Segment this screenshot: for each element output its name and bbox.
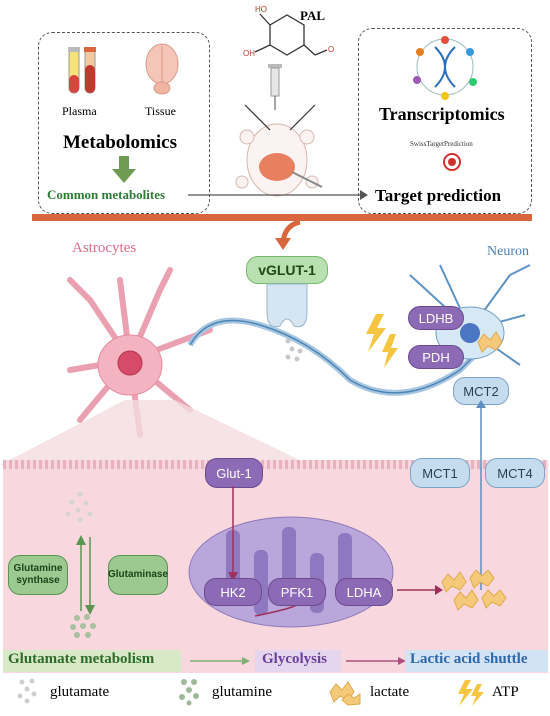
axon: [187, 317, 483, 396]
common-metabolites-label: Common metabolites: [47, 187, 166, 202]
interconversion-arrows: [76, 535, 95, 615]
path-arrow-1: [190, 657, 250, 665]
glutamate-dots-bottom: [65, 491, 93, 523]
plasma-label: Plasma: [62, 104, 97, 118]
svg-text:OH: OH: [243, 49, 255, 58]
zoom-cone: [0, 400, 310, 465]
membrane: [3, 460, 548, 469]
legend-glutamate: glutamate: [50, 684, 110, 700]
neuron-label: Neuron: [487, 244, 529, 259]
flow-arrow: [188, 190, 368, 200]
dna-network-icon: [413, 36, 477, 100]
pal-structure: HO OH O: [243, 5, 334, 58]
transporter-icon: [266, 283, 308, 328]
glycolysis-box: [255, 650, 341, 672]
glut1-pill: Glut-1: [205, 458, 263, 488]
shuttle-box: [405, 650, 548, 672]
legend-atp: ATP: [492, 684, 519, 700]
glutamate-metabolism-box: [3, 650, 181, 672]
legend-lactate: lactate: [370, 684, 410, 700]
mouse-icon: [235, 123, 323, 197]
target-icon: [443, 153, 461, 171]
pdh-pill: PDH: [408, 345, 464, 369]
converging-arrows: [244, 104, 316, 131]
legend-lactate-icon: [329, 681, 361, 706]
astrocytes-label: Astrocytes: [72, 240, 137, 256]
mct4-pill: MCT4: [485, 458, 545, 488]
down-arrow-icon: [112, 156, 136, 183]
ldha-pill: LDHA: [335, 578, 393, 606]
glutaminase-pill: Glutaminase: [108, 555, 168, 595]
target-prediction-label: Target prediction: [375, 186, 502, 205]
legend-glutamate-icon: [17, 678, 37, 704]
svg-text:O: O: [328, 45, 334, 54]
separator-bar: [32, 214, 532, 221]
mct-up-arrow: [476, 400, 486, 590]
atp-bolts: [366, 314, 398, 368]
pfk1-pill: PFK1: [268, 578, 326, 606]
mct1-pill: MCT1: [410, 458, 470, 488]
glutamine-dots-bottom: [70, 614, 96, 638]
hk2-pill: HK2: [204, 578, 262, 606]
legend-atp-icon: [458, 680, 484, 706]
path-arrow-2: [346, 657, 406, 665]
tissue-label: Tissue: [145, 104, 176, 118]
glycolysis-arrows: [228, 486, 443, 617]
transcriptomics-box: [358, 28, 532, 214]
lactic-acid-shuttle-label: Lactic acid shuttle: [410, 651, 528, 667]
compound-label: PAL: [300, 8, 326, 23]
transcriptomics-label: Transcriptomics: [379, 104, 505, 124]
bar-arrow: [275, 220, 301, 250]
svg-text:HO: HO: [255, 5, 267, 14]
glutamate-metabolism-label: Glutamate metabolism: [8, 651, 155, 667]
glycolysis-label: Glycolysis: [262, 651, 328, 667]
legend-glutamine: glutamine: [212, 684, 272, 700]
vglut-pill: vGLUT-1: [246, 256, 328, 284]
lactate-cluster: [441, 570, 507, 611]
legend-glutamine-icon: [179, 679, 199, 706]
brain-icon: [145, 43, 179, 95]
metabolomics-box: [38, 32, 210, 214]
ldhb-pill: LDHB: [408, 306, 464, 330]
blood-tubes-icon: [68, 47, 96, 94]
lactate-neuron: [477, 331, 503, 353]
metabolomics-label: Metabolomics: [63, 132, 177, 153]
syringe-icon: [268, 64, 282, 110]
glutamine-synthase-pill: Glutamine synthase: [8, 555, 68, 595]
swiss-label: SwissTargetPrediction: [410, 140, 473, 148]
